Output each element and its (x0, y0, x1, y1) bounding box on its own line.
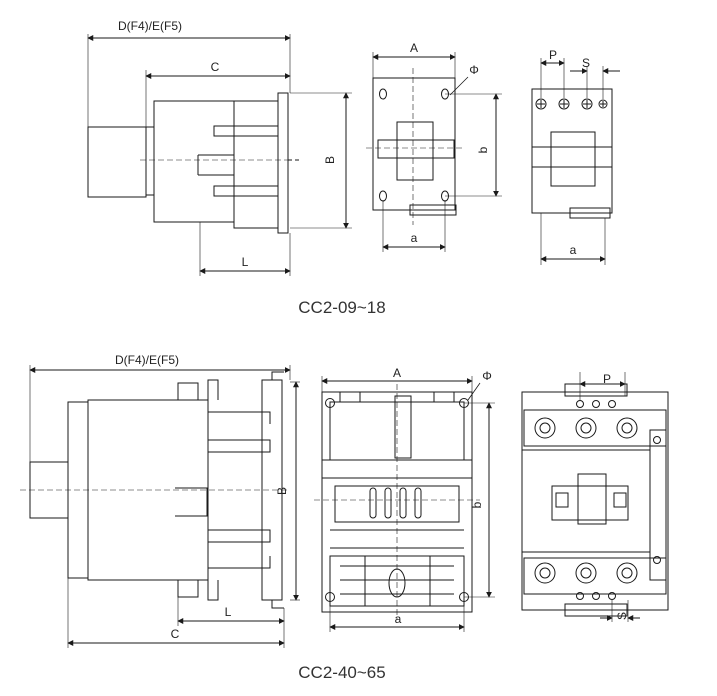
top-side-height-label: B (323, 156, 337, 164)
top-side-depth-label: C (211, 60, 220, 74)
top-mount-pitch-label: b (476, 146, 490, 153)
bottom-mount-pitch-label: b (470, 501, 484, 508)
top-caption: CC2-09~18 (298, 298, 385, 317)
bottom-terminal-view (521, 372, 669, 622)
top-mount-width-label: A (410, 41, 418, 55)
bottom-terminal-pitch-label: P (603, 372, 611, 386)
bottom-mount-width-label: A (393, 366, 401, 380)
bottom-mount-view (314, 376, 495, 632)
top-mount-base-label: a (411, 231, 418, 245)
bottom-side-length-label: L (225, 605, 232, 619)
bottom-side-height-label: B (275, 487, 289, 495)
bottom-side-width-label: D(F4)/E(F5) (115, 353, 179, 367)
top-side-view (87, 34, 352, 276)
bottom-terminal-spacing-label: S (615, 612, 629, 620)
top-side-width-label: D(F4)/E(F5) (118, 19, 182, 33)
top-terminal-spacing-label: S (582, 56, 590, 70)
bottom-caption: CC2-40~65 (298, 663, 385, 682)
top-terminal-base-label: a (570, 243, 577, 257)
top-terminal-pitch-label: P (549, 48, 557, 62)
top-side-length-label: L (242, 255, 249, 269)
bottom-side-view (20, 365, 300, 648)
bottom-side-depth-label: C (171, 627, 180, 641)
top-mount-view (366, 52, 502, 252)
top-terminal-view (531, 58, 620, 265)
top-mount-hole-label: Φ (469, 63, 479, 77)
bottom-mount-base-label: a (395, 612, 402, 626)
bottom-mount-hole-label: Φ (482, 369, 492, 383)
